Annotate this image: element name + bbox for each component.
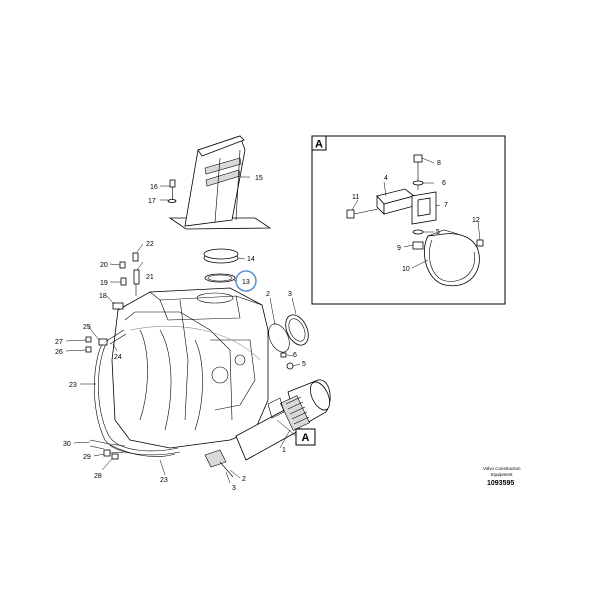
bracket-part-7 (411, 191, 437, 225)
callout-30: 30 (63, 441, 71, 448)
fitting-part-18 (112, 302, 124, 310)
hose-part-23 (94, 339, 181, 457)
sensor-part-2-lower (204, 449, 234, 478)
bellows (280, 395, 310, 431)
callout-5-detail: 5 (436, 229, 440, 236)
clamp-part-25 (98, 338, 108, 346)
callout-23-lower: 23 (160, 477, 168, 484)
callout-8: 8 (437, 160, 441, 167)
callout-10: 10 (402, 266, 410, 273)
washer-part-5-detail (412, 229, 424, 235)
callout-18: 18 (99, 293, 107, 300)
callout-23: 23 (69, 382, 77, 389)
nut-part-26 (85, 346, 92, 353)
clamp-part-3 (285, 314, 309, 346)
bracket-part-4 (376, 188, 415, 215)
callout-2: 2 (266, 291, 270, 298)
bolt-part-27 (85, 336, 92, 343)
bolt-part-12 (476, 239, 484, 247)
footer-company: Volvo Construction (483, 466, 521, 471)
callout-2-lower: 2 (242, 476, 246, 483)
bolt-part-11 (346, 208, 379, 219)
callout-20: 20 (100, 262, 108, 269)
callout-25: 25 (83, 324, 91, 331)
callout-16: 16 (150, 184, 158, 191)
callout-14: 14 (247, 256, 255, 263)
washer-part-6-detail (412, 180, 424, 186)
ring-part-13 (204, 273, 236, 283)
callout-9: 9 (397, 245, 401, 252)
cable-part-30 (89, 439, 126, 450)
svg-text:A: A (302, 432, 310, 444)
footer-drawing-number: 1093595 (487, 480, 514, 487)
clamp-part-29 (103, 449, 126, 457)
callout-6-detail: 6 (442, 180, 446, 187)
intake-duct-part-15 (168, 135, 272, 230)
callout-27: 27 (55, 339, 63, 346)
gasket-part-2 (268, 323, 290, 353)
callout-3-lower: 3 (232, 485, 236, 492)
callout-17: 17 (148, 198, 156, 205)
nut-part-9 (412, 241, 424, 250)
bracket-part-28 (111, 453, 119, 460)
callout-5: 5 (302, 361, 306, 368)
callout-29: 29 (83, 454, 91, 461)
callout-21: 21 (146, 274, 154, 281)
callout-7: 7 (444, 202, 448, 209)
bolt-part-6 (280, 352, 287, 358)
leader-lines (65, 157, 481, 484)
callout-22: 22 (146, 241, 154, 248)
hose-part-24 (107, 329, 127, 345)
callout-15: 15 (255, 175, 263, 182)
callout-6: 6 (293, 352, 297, 359)
callout-3: 3 (288, 291, 292, 298)
bolt-part-20 (119, 261, 126, 269)
footer-company-line2: Equipment (491, 472, 513, 477)
housing-part (111, 287, 269, 449)
callout-13: 13 (242, 279, 250, 286)
callout-11: 11 (352, 194, 359, 201)
svg-text:A: A (315, 139, 323, 151)
callout-26: 26 (55, 349, 63, 356)
drawing-footer: Volvo Construction Equipment 1093595 (483, 466, 521, 487)
bolt-part-16 (169, 179, 176, 200)
washer-part-17 (167, 199, 177, 203)
bolt-part-22 (132, 252, 139, 262)
washer-part-5 (286, 362, 294, 370)
callout-19: 19 (100, 280, 108, 287)
ring-part-14 (203, 248, 239, 264)
pipe-part-1 (235, 379, 331, 461)
view-marker-a: A (276, 419, 316, 446)
callout-4: 4 (384, 175, 388, 182)
callout-1: 1 (282, 447, 286, 454)
bolt-part-19 (120, 277, 127, 286)
detail-box-a: A (311, 135, 506, 305)
callout-12: 12 (472, 217, 480, 224)
clamp-band-part-10 (424, 229, 480, 287)
callout-labels: 1 2 2 3 3 4 5 5 6 6 7 8 9 10 11 12 13 14… (55, 160, 480, 492)
callout-24: 24 (114, 354, 122, 361)
callout-28: 28 (94, 473, 102, 480)
pipe-part-21 (133, 269, 140, 296)
